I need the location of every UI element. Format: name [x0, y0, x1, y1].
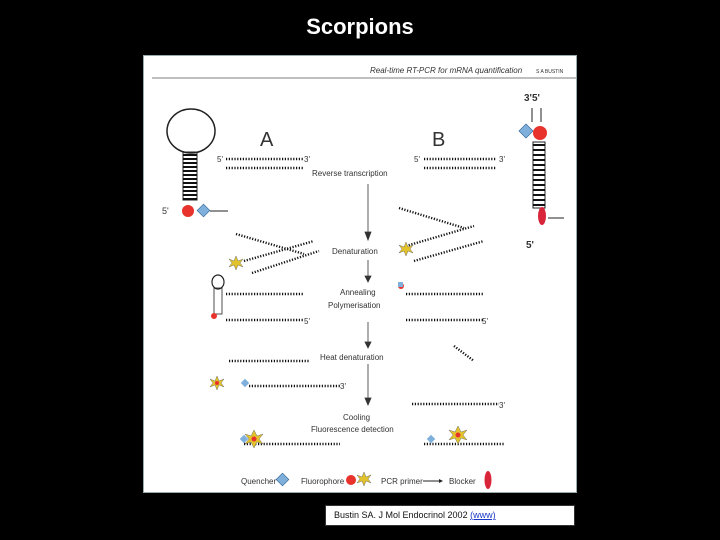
strand-a3-3prime: 3': [340, 382, 346, 391]
process-flow-arrows: [364, 184, 372, 407]
dna-strands: [226, 157, 504, 446]
probe-b-5prime: 5': [526, 240, 534, 251]
scorpion-probe-figure: Real-time RT-PCR for mRNA quantification…: [143, 55, 577, 493]
slide-title: Scorpions: [306, 14, 414, 39]
blocker-marker-b: [538, 207, 546, 225]
citation-text: Bustin SA. J Mol Endocrinol 2002: [334, 510, 468, 520]
strand-a1-5prime: 5': [217, 155, 223, 164]
legend-quencher-label: Quencher: [241, 477, 276, 486]
figure-header: Real-time RT-PCR for mRNA quantification: [370, 66, 523, 75]
legend-blocker-icon: [484, 471, 492, 489]
scorpion-probe-a: 5': [162, 108, 228, 218]
fluorescing-probe-b: [426, 425, 468, 445]
step-polymerisation: Polymerisation: [328, 301, 380, 310]
strand-b2-5prime: 5': [482, 317, 488, 326]
citation-link[interactable]: (www): [470, 510, 496, 520]
annealed-probe-b: [398, 282, 404, 289]
quencher-marker: [196, 203, 211, 218]
probe-b-3prime5prime: 3'5': [524, 93, 540, 104]
step-denaturation: Denaturation: [332, 247, 378, 256]
fluorophore-marker: [182, 205, 194, 217]
scorpion-probe-b: 3'5' 5': [518, 93, 564, 251]
figure-diagram: Real-time RT-PCR for mRNA quantification…: [152, 66, 576, 489]
strand-b1-3prime: 3': [499, 155, 505, 164]
quencher-marker-b: [518, 123, 534, 139]
annealed-probe-a: [211, 274, 225, 319]
fluorophore-marker-b: [533, 126, 547, 140]
legend-fluorophore-label: Fluorophore: [301, 477, 345, 486]
step-fluorescence-detection: Fluorescence detection: [311, 425, 394, 434]
legend: Quencher Fluorophore PCR primer Blocker: [241, 471, 492, 489]
fluorescing-probe-a: [239, 429, 264, 449]
figure-author: S A BUSTIN: [536, 69, 564, 75]
denatured-probe-b-star: [398, 241, 414, 257]
legend-quencher-icon: [275, 472, 290, 487]
strand-a1-3prime: 3': [304, 155, 310, 164]
step-annealing: Annealing: [340, 288, 376, 297]
heat-denatured-probe-a: [209, 375, 250, 391]
step-heat-denaturation: Heat denaturation: [320, 353, 384, 362]
legend-pcr-primer-label: PCR primer: [381, 477, 423, 486]
step-reverse-transcription: Reverse transcription: [312, 169, 388, 178]
citation-box: Bustin SA. J Mol Endocrinol 2002 (www): [325, 505, 575, 526]
legend-blocker-label: Blocker: [449, 477, 476, 486]
strand-b3-3prime: 3': [499, 401, 505, 410]
legend-fluorophore-icon: [346, 475, 356, 485]
legend-star-icon: [356, 471, 372, 487]
panel-b-label: B: [432, 129, 445, 151]
strand-b1-5prime: 5': [414, 155, 420, 164]
panel-a-label: A: [260, 129, 274, 151]
probe-a-5prime: 5': [162, 206, 169, 216]
denatured-probe-a-star: [228, 255, 244, 271]
strand-a2-5prime: 5': [304, 317, 310, 326]
step-cooling: Cooling: [343, 413, 370, 422]
